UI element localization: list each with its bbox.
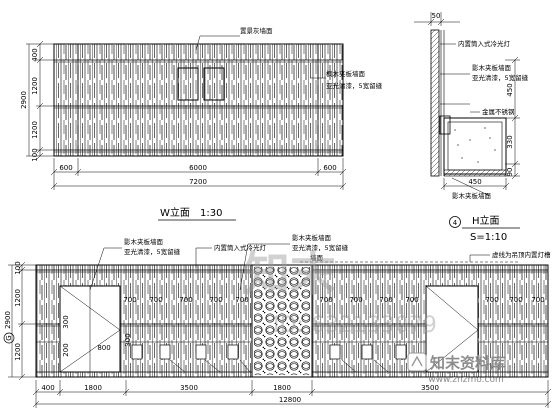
h-note-5: 影木夹板墙面 xyxy=(452,191,492,200)
b-dim-h-2900: 2900 xyxy=(4,311,12,329)
h-dim-450v: 450 xyxy=(506,83,514,96)
h-dim-330: 330 xyxy=(506,135,514,148)
w-note-top: 置景灰墙面 xyxy=(240,26,273,35)
b-dim-w-400: 400 xyxy=(41,384,54,392)
w-dim-w-6000: 6000 xyxy=(189,164,207,172)
panel-dim-8: 700 xyxy=(379,296,392,304)
h-section: 50 450 330 90 450 xyxy=(414,12,529,243)
b-dim-h-1200b: 1200 xyxy=(14,343,22,361)
h-dim-90: 90 xyxy=(506,168,514,177)
b-note-left-2: 亚光清漆，5宽留缝 xyxy=(124,247,181,256)
inner-dim-300: 300 xyxy=(62,315,70,328)
b-circle-marker xyxy=(3,332,15,344)
w-dim-h-400: 400 xyxy=(31,48,39,61)
watermark-site: 知末资料库 www.znzmo.com xyxy=(407,352,505,385)
w-dim-w-600a: 600 xyxy=(59,164,72,172)
w-elevation: 400 1200 2900 1200 100 600 6000 600 7200… xyxy=(20,26,383,221)
h-note-2: 影木夹板墙面 xyxy=(472,63,512,72)
panel-dim-5: 700 xyxy=(235,296,248,304)
w-dim-h-1200a: 1200 xyxy=(31,77,39,95)
w-dim-h-2900: 2900 xyxy=(20,91,28,109)
panel-dim-4: 700 xyxy=(209,296,222,304)
bottom-elevation: 700 700 700 700 700 700 700 700 700 700 … xyxy=(3,233,552,408)
watermark-logo: 知末 xyxy=(244,247,336,301)
h-stipple xyxy=(454,127,496,163)
h-note-3: 亚光清漆，5宽留缝 xyxy=(472,73,529,82)
w-dim-w-600b: 600 xyxy=(323,164,336,172)
watermark-id: ID: 632133079 xyxy=(273,313,437,338)
h-dim-top: 50 xyxy=(432,12,441,20)
h-title: H立面 xyxy=(472,214,500,227)
w-title: W立面 xyxy=(160,206,190,219)
b-note-right: 虚线为吊顶内置灯槽 xyxy=(492,250,551,259)
inner-dim-800: 800 xyxy=(97,344,110,352)
b-dim-h-100: 100 xyxy=(14,261,22,274)
panel-dim-6: 700 xyxy=(319,296,332,304)
wall-fixtures xyxy=(131,344,407,360)
w-dim-w-7200: 7200 xyxy=(189,178,207,186)
b-note-center-2: 亚光清漆，5宽留缝 xyxy=(292,243,349,252)
panel-dim-7: 700 xyxy=(349,296,362,304)
w-window-left xyxy=(177,67,199,101)
h-dim-450h: 450 xyxy=(468,178,481,186)
b-dim-w-3500a: 3500 xyxy=(180,384,198,392)
panel-dim-1: 700 xyxy=(123,296,136,304)
b-dim-w-3500b: 3500 xyxy=(421,384,439,392)
h-note-4: 金属不锈钢 xyxy=(482,107,515,116)
b-dim-w-1800a: 1800 xyxy=(84,384,102,392)
inner-dim-200: 200 xyxy=(62,343,70,356)
h-note-1: 内置筒入式冷光灯 xyxy=(458,39,511,48)
panel-dim-9: 700 xyxy=(405,296,418,304)
w-dim-h-100: 100 xyxy=(31,148,39,161)
b-note-tag: 墙面 xyxy=(310,253,324,262)
h-circle-label: 4 xyxy=(453,219,458,227)
w-note-right-2: 亚光清漆，5宽留缝 xyxy=(326,81,383,90)
panel-dim-12: 700 xyxy=(531,296,544,304)
watermark-site-url: www.znzmo.com xyxy=(428,375,503,385)
inner-dim-300b: 300 xyxy=(124,333,132,346)
b-dim-h-1200a: 1200 xyxy=(14,289,22,307)
panel-dim-2: 700 xyxy=(149,296,162,304)
panel-dim-3: 700 xyxy=(179,296,192,304)
b-circle-label: G xyxy=(5,335,13,340)
b-dim-w-12800: 12800 xyxy=(279,396,301,404)
w-window-right xyxy=(203,67,225,101)
w-scale: 1:30 xyxy=(200,208,222,219)
panel-dim-11: 700 xyxy=(509,296,522,304)
b-note-left-1: 影木夹板墙面 xyxy=(124,237,164,246)
h-scale: S=1:10 xyxy=(470,232,507,243)
b-note-center-1: 影木夹板墙面 xyxy=(292,233,332,242)
watermark: 知末 ID: 632133079 xyxy=(244,247,437,338)
b-note-mid: 内置筒入式冷光灯 xyxy=(214,243,267,252)
panel-dim-10: 700 xyxy=(485,296,498,304)
watermark-site-cn: 知末资料库 xyxy=(430,354,505,372)
right-door xyxy=(425,285,479,373)
w-note-right-1: 枫木夹板墙面 xyxy=(326,69,366,78)
w-dim-h-1200b: 1200 xyxy=(31,121,39,139)
h-circle-marker xyxy=(449,216,461,228)
h-cabinet xyxy=(443,117,507,175)
b-dim-w-1800b: 1800 xyxy=(273,384,291,392)
